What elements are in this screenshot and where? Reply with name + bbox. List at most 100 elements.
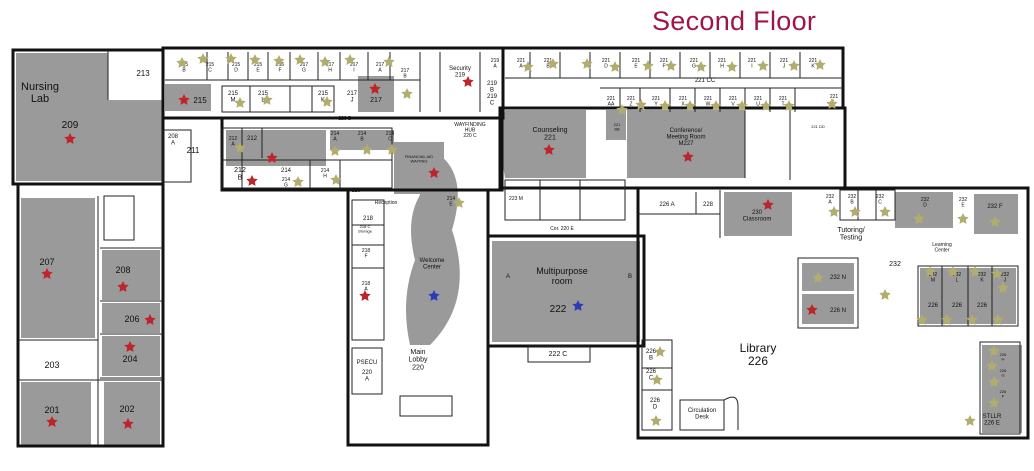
- label-215: 215: [193, 96, 207, 105]
- room-207[interactable]: [21, 198, 95, 338]
- page-title: Second Floor: [652, 6, 817, 36]
- room-232f[interactable]: [974, 194, 1018, 234]
- label-228: 228: [703, 202, 714, 208]
- label-222c: 222 C: [549, 351, 568, 358]
- label-226-pod-2: 226: [952, 303, 963, 309]
- label-206: 206: [124, 314, 139, 324]
- label-207: 207: [39, 257, 54, 267]
- room-232n[interactable]: [802, 263, 854, 291]
- olive-star-icon[interactable]: [828, 206, 840, 217]
- olive-star-icon[interactable]: [609, 61, 621, 72]
- olive-star-icon[interactable]: [726, 61, 738, 72]
- red-star-icon[interactable]: [359, 290, 371, 301]
- label-corridor-220e: Cor. 220 E: [550, 226, 574, 232]
- label-201: 201: [44, 405, 59, 415]
- room-214-strip[interactable]: [330, 130, 394, 150]
- olive-star-icon[interactable]: [650, 415, 662, 426]
- room-215[interactable]: [165, 84, 211, 111]
- room-217[interactable]: [358, 76, 394, 112]
- room-counseling[interactable]: [501, 110, 587, 178]
- olive-star-icon[interactable]: [957, 213, 969, 224]
- olive-star-icon[interactable]: [234, 97, 246, 108]
- room-232d[interactable]: [895, 192, 953, 228]
- room-201[interactable]: [21, 382, 91, 445]
- label-217: 217: [370, 97, 382, 104]
- olive-star-icon[interactable]: [383, 56, 395, 67]
- label-211: 211: [187, 146, 200, 155]
- label-218: 218: [363, 216, 374, 222]
- olive-star-icon[interactable]: [654, 346, 666, 357]
- label-psecu: PSECU: [357, 360, 378, 366]
- olive-star-icon[interactable]: [757, 60, 769, 71]
- olive-star-icon[interactable]: [581, 58, 593, 69]
- room-209[interactable]: [16, 100, 162, 181]
- olive-star-icon[interactable]: [788, 60, 800, 71]
- room-204[interactable]: [102, 336, 160, 376]
- label-232n: 232 N: [830, 275, 846, 281]
- label-corridor-220d: 220 D: [338, 116, 352, 122]
- olive-star-icon[interactable]: [642, 60, 654, 71]
- olive-star-icon[interactable]: [849, 206, 861, 217]
- olive-star-icon[interactable]: [879, 206, 891, 217]
- room-welcome-center[interactable]: [406, 150, 460, 345]
- olive-star-icon[interactable]: [401, 88, 413, 99]
- label-208: 208: [115, 265, 130, 275]
- label-202: 202: [119, 404, 134, 414]
- room-multipurpose[interactable]: [492, 241, 640, 342]
- room-conference[interactable]: [627, 110, 745, 178]
- label-226a: 226 A: [659, 202, 674, 208]
- olive-star-icon[interactable]: [879, 289, 891, 300]
- room-221-office[interactable]: [606, 110, 626, 140]
- room-202[interactable]: [104, 382, 160, 445]
- room-230[interactable]: [724, 192, 792, 236]
- label-209: 209: [62, 120, 79, 131]
- label-226-pod-1: 226: [928, 303, 939, 309]
- red-star-icon[interactable]: [246, 175, 258, 186]
- room-208[interactable]: [102, 250, 160, 300]
- label-226-pod-3: 226: [977, 303, 988, 309]
- olive-star-icon[interactable]: [964, 415, 976, 426]
- room-226-east-column[interactable]: [982, 345, 1022, 433]
- shaded-rooms: [16, 53, 1022, 445]
- olive-star-icon[interactable]: [292, 176, 304, 187]
